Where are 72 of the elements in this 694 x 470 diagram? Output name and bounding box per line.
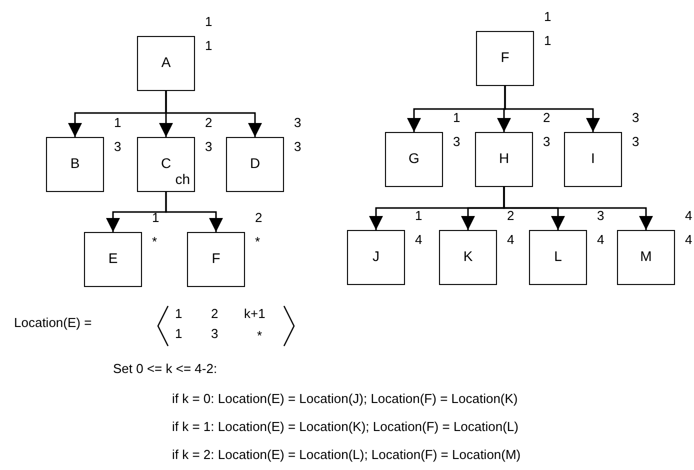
matrix-entry: k+1 bbox=[244, 306, 266, 322]
tree-node-box bbox=[347, 230, 405, 285]
matrix-entry: 2 bbox=[211, 306, 218, 322]
index-number: 3 bbox=[632, 110, 640, 125]
index-number: 2 bbox=[255, 210, 262, 225]
node-label: I bbox=[590, 150, 596, 166]
node-label: H bbox=[498, 150, 510, 166]
tree-node-box bbox=[529, 230, 587, 285]
formula-text: Location(E) = bbox=[14, 315, 92, 331]
index-number: 1 bbox=[205, 38, 212, 53]
node-label: A bbox=[160, 54, 172, 70]
node-label: L bbox=[553, 248, 563, 264]
tree-node-box bbox=[385, 132, 443, 187]
index-number: 1 bbox=[544, 9, 552, 24]
index-number: 3 bbox=[294, 115, 302, 130]
index-number: 2 bbox=[507, 208, 514, 223]
index-number: * bbox=[255, 234, 260, 249]
tree-node-box bbox=[84, 232, 142, 287]
index-number: 4 bbox=[685, 208, 692, 223]
node-label: K bbox=[462, 248, 474, 264]
index-number: 4 bbox=[597, 232, 604, 247]
node-label: G bbox=[408, 150, 420, 166]
tree-node-box bbox=[226, 137, 284, 192]
index-number: 1 bbox=[114, 115, 122, 130]
index-number: 2 bbox=[205, 115, 212, 130]
index-number: 1 bbox=[544, 33, 552, 48]
arrow bbox=[503, 187, 653, 230]
node-label: D bbox=[248, 155, 262, 171]
tree-node-box bbox=[439, 230, 497, 285]
tree-node-box bbox=[187, 232, 245, 287]
formula-line: if k = 1: Location(E) = Location(K); Location(F) = Location(L) bbox=[172, 419, 518, 435]
index-number: 3 bbox=[114, 139, 122, 154]
tree-node-box bbox=[475, 132, 533, 187]
node-label: E bbox=[107, 250, 119, 266]
arrow bbox=[504, 86, 600, 132]
tree-node-box bbox=[564, 132, 622, 187]
index-number: 3 bbox=[543, 134, 550, 149]
matrix-entry: * bbox=[257, 328, 262, 344]
node-sublabel: ch bbox=[175, 172, 190, 187]
node-label: C bbox=[160, 155, 172, 171]
index-number: 3 bbox=[294, 139, 302, 154]
index-number: 3 bbox=[632, 134, 640, 149]
tree-node-box bbox=[137, 36, 195, 91]
tree-node-box bbox=[476, 31, 534, 86]
node-label: F bbox=[500, 49, 510, 65]
arrow bbox=[165, 91, 262, 137]
node-label: F bbox=[210, 250, 222, 266]
node-label: M bbox=[639, 248, 653, 264]
index-number: 1 bbox=[453, 110, 460, 125]
index-number: 4 bbox=[685, 232, 692, 247]
node-label: J bbox=[372, 248, 380, 264]
index-number: * bbox=[152, 234, 158, 249]
index-number: 1 bbox=[415, 208, 422, 223]
arrow bbox=[165, 192, 223, 232]
index-number: 3 bbox=[453, 134, 460, 149]
matrix-entry: 1 bbox=[175, 326, 182, 342]
node-label: B bbox=[69, 155, 81, 171]
index-number: 2 bbox=[543, 110, 550, 125]
index-number: 3 bbox=[597, 208, 604, 223]
matrix-entry: 1 bbox=[175, 306, 182, 322]
formula-line: if k = 2: Location(E) = Location(L); Location(F) = Location(M) bbox=[172, 447, 521, 463]
index-number: 4 bbox=[415, 232, 422, 247]
matrix-entry: 3 bbox=[211, 326, 218, 342]
index-number: 1 bbox=[152, 210, 160, 225]
index-number: 1 bbox=[205, 14, 212, 29]
formula-line: if k = 0: Location(E) = Location(J); Location(F) = Location(K) bbox=[172, 391, 518, 407]
tree-node-box bbox=[617, 230, 675, 285]
index-number: 4 bbox=[507, 232, 514, 247]
tree-node-box bbox=[46, 137, 104, 192]
index-number: 3 bbox=[205, 139, 212, 154]
formula-text: Set 0 <= k <= 4-2: bbox=[113, 361, 218, 377]
tree-node-box bbox=[137, 137, 195, 192]
